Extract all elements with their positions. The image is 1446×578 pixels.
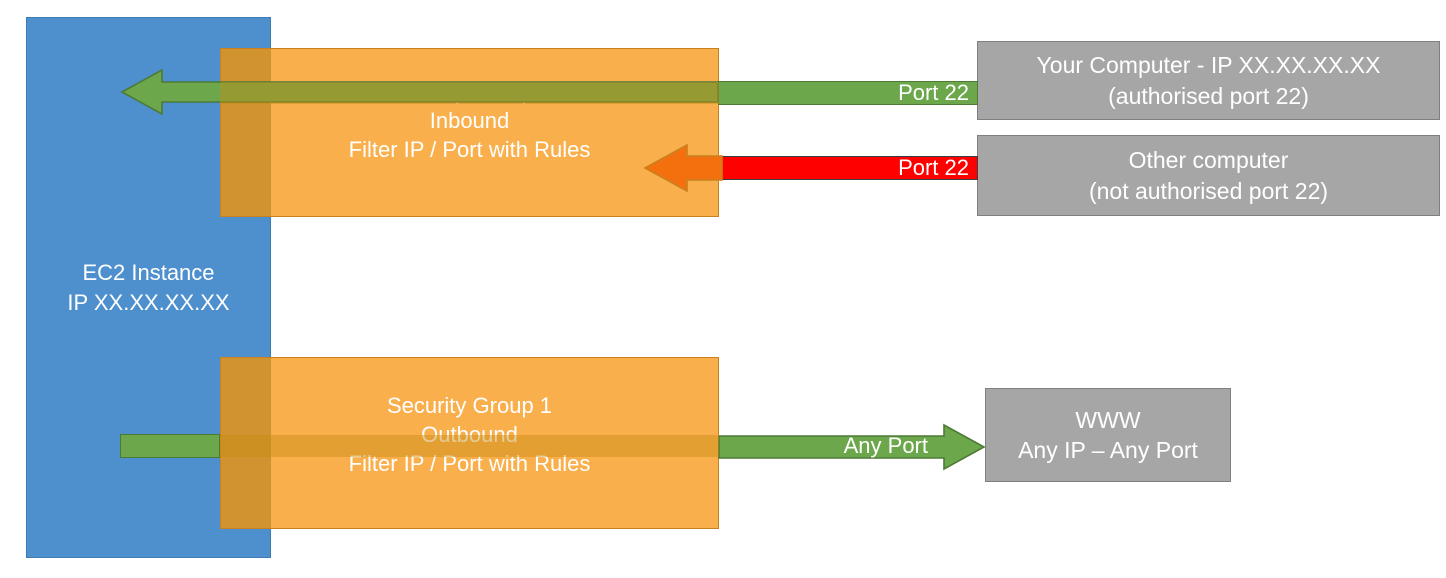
security-group-inbound-direction: Inbound bbox=[429, 108, 510, 134]
security-group-inbound-rule: Filter IP / Port with Rules bbox=[348, 137, 591, 163]
security-group-inbound-box: Security Group 1 Inbound Filter IP / Por… bbox=[220, 48, 719, 217]
security-group-outbound-direction: Outbound bbox=[421, 422, 518, 448]
security-group-outbound-box: Security Group 1 Outbound Filter IP / Po… bbox=[220, 357, 719, 529]
outbound-allowed-arrow bbox=[718, 423, 986, 471]
www-line-2: Any IP – Any Port bbox=[1018, 437, 1198, 463]
inbound-blocked-port-label: Port 22 bbox=[898, 155, 969, 180]
outbound-allowed-arrow-overlap bbox=[220, 435, 719, 457]
outbound-allowed-connector-label-wrap: Any Port bbox=[718, 433, 936, 458]
your-computer-line-2: (authorised port 22) bbox=[1108, 82, 1309, 109]
external-node-other-computer: Other computer (not authorised port 22) bbox=[977, 135, 1440, 216]
ec2-instance-name: EC2 Instance bbox=[82, 260, 215, 286]
other-computer-line-2: (not authorised port 22) bbox=[1088, 177, 1329, 204]
outbound-allowed-tail bbox=[120, 434, 220, 458]
inbound-allowed-connector: Port 22 bbox=[718, 80, 978, 105]
inbound-allowed-port-label: Port 22 bbox=[898, 80, 969, 105]
security-group-outbound-rule: Filter IP / Port with Rules bbox=[348, 451, 591, 477]
inbound-allowed-arrow-overlap bbox=[220, 82, 719, 104]
external-node-www: WWW Any IP – Any Port bbox=[985, 388, 1231, 482]
inbound-blocked-arrow bbox=[643, 143, 723, 193]
www-line-1: WWW bbox=[1075, 406, 1141, 433]
your-computer-line-1: Your Computer - IP XX.XX.XX.XX bbox=[1036, 52, 1381, 79]
ec2-instance-ip: IP XX.XX.XX.XX bbox=[67, 289, 230, 315]
inbound-blocked-connector: Port 22 bbox=[718, 155, 978, 180]
outbound-allowed-port-label: Any Port bbox=[843, 433, 928, 458]
external-node-your-computer: Your Computer - IP XX.XX.XX.XX (authoris… bbox=[977, 41, 1440, 120]
other-computer-line-1: Other computer bbox=[1128, 147, 1289, 174]
security-group-outbound-title: Security Group 1 bbox=[386, 393, 553, 418]
